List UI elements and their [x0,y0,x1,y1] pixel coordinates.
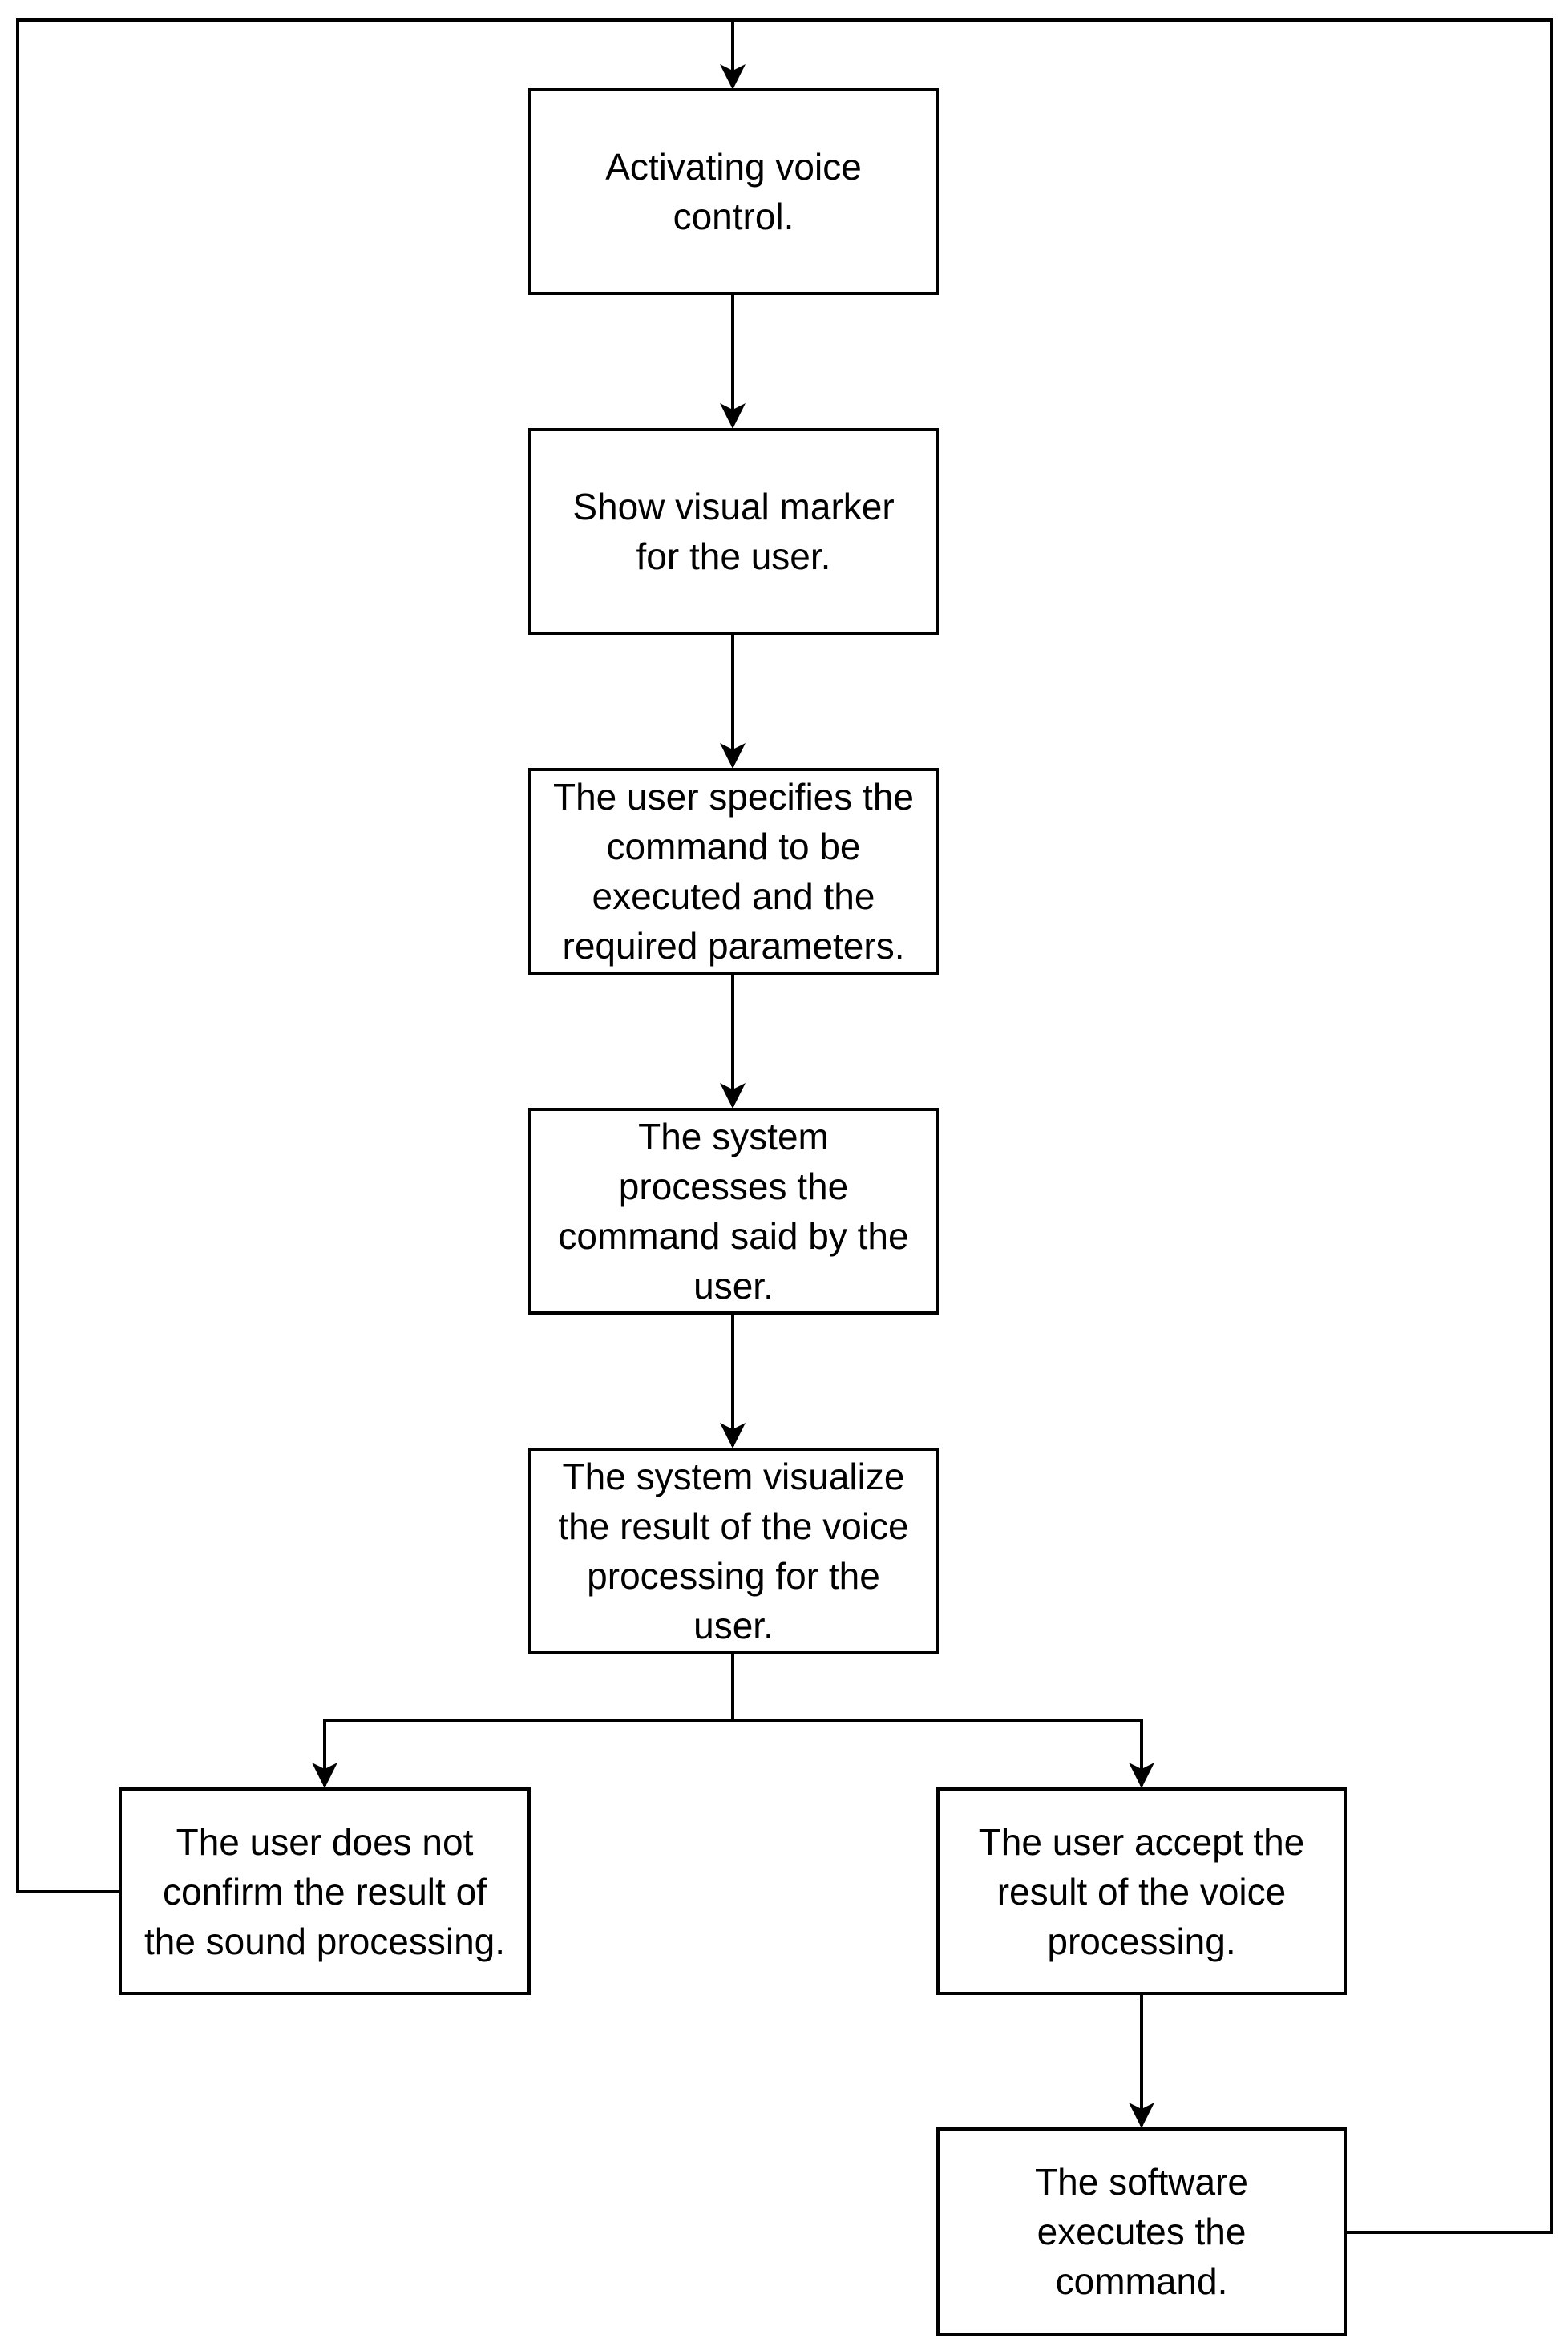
arrowhead-activate-marker [720,403,746,429]
edge-execute-loop [733,18,1553,2234]
arrowhead-accept-execute [1129,2103,1154,2128]
step-process-label: The system processes the command said by… [558,1116,909,1307]
step-system-visualizes-result: The system visualize the result of the v… [528,1448,939,1654]
edge-visualize-accept [733,1719,1143,1786]
step-visualize-label: The system visualize the result of the v… [558,1456,909,1646]
step-user-rejects-result: The user does not confirm the result of … [119,1787,531,1995]
step-marker-label: Show visual marker for the user. [572,486,895,577]
step-specify-label: The user specifies the command to be exe… [552,776,914,967]
edge-visualize-split [323,1653,734,1786]
edge-reject-loop [16,18,733,1893]
step-activate-voice-control: Activating voice control. [528,88,939,295]
arrowhead-process-visualize [720,1423,746,1448]
step-execute-label: The software executes the command. [1035,2161,1248,2302]
arrowhead-visualize-reject [312,1763,337,1788]
step-reject-label: The user does not confirm the result of … [143,1820,506,1962]
arrowhead-loop-entry [720,64,746,90]
step-system-processes-command: The system processes the command said by… [528,1108,939,1315]
step-user-accepts-result: The user accept the result of the voice … [936,1787,1347,1995]
step-accept-label: The user accept the result of the voice … [978,1820,1305,1962]
step-show-visual-marker: Show visual marker for the user. [528,428,939,635]
arrowhead-marker-specify [720,743,746,769]
step-user-specifies-command: The user specifies the command to be exe… [528,768,939,975]
arrowhead-specify-process [720,1083,746,1109]
step-activate-label: Activating voice control. [605,146,862,237]
arrowhead-visualize-accept [1129,1763,1154,1788]
step-software-executes-command: The software executes the command. [936,2127,1347,2336]
